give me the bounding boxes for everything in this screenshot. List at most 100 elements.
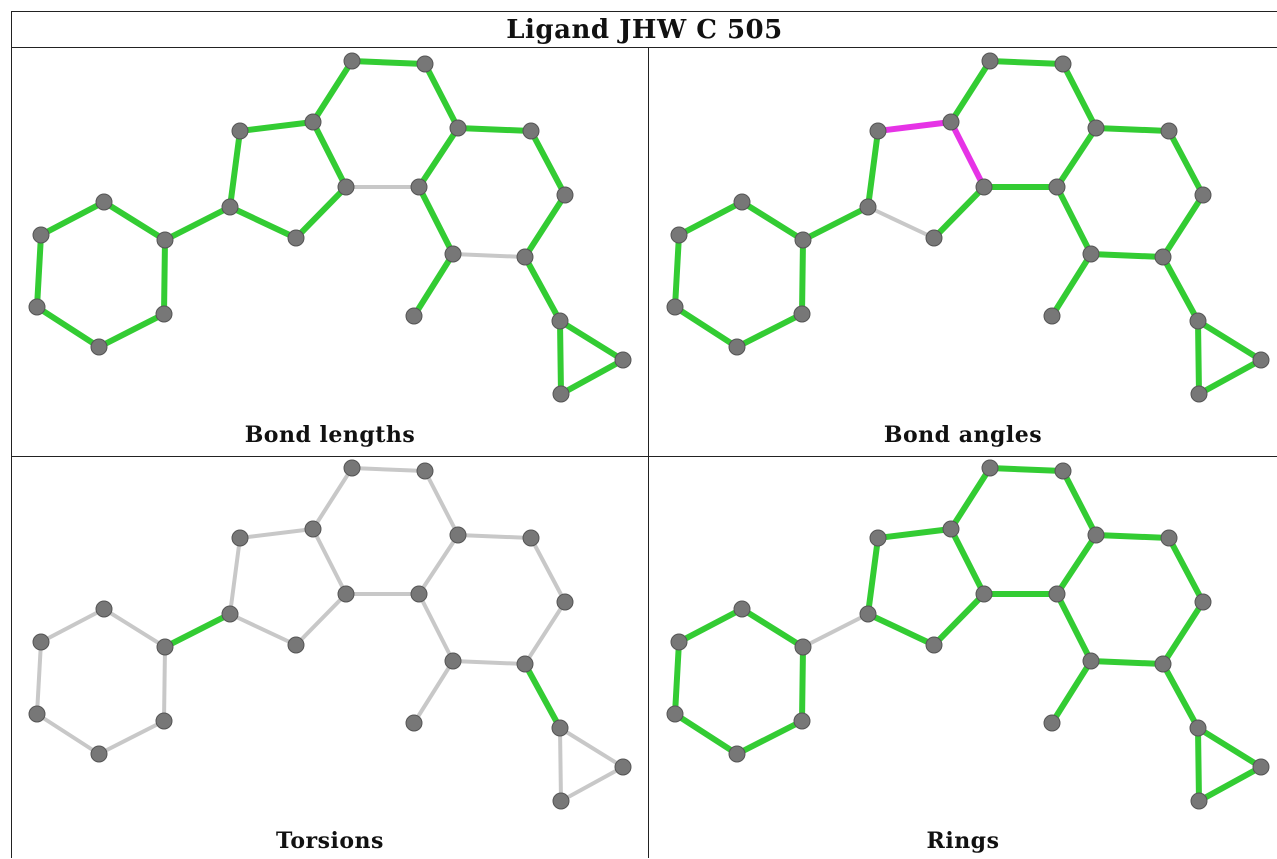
atom (552, 792, 570, 810)
atom (287, 229, 305, 247)
bond-neutral (35, 712, 101, 756)
bond-neutral (311, 466, 354, 531)
bond-good (1160, 192, 1206, 260)
atom (155, 305, 173, 323)
bond-outlier (948, 119, 987, 190)
bond-good (161, 237, 168, 317)
bond-neutral (558, 726, 625, 769)
atom (95, 600, 113, 618)
atom (1048, 178, 1066, 196)
atom (90, 338, 108, 356)
bond-good (1060, 468, 1099, 538)
bond-good (987, 465, 1066, 474)
bond-good (1166, 535, 1206, 605)
bond-good (799, 644, 806, 724)
bond-neutral (97, 719, 166, 756)
bonds (672, 465, 1264, 804)
molecule-bond-angles (666, 52, 1270, 403)
atom (287, 636, 305, 654)
panel-bond-lengths: Bond lengths (11, 48, 648, 456)
atom (1189, 719, 1207, 737)
bond-good (237, 119, 316, 134)
atom (925, 636, 943, 654)
caption-torsions: Torsions (276, 828, 384, 854)
atom (551, 312, 569, 330)
bond-neutral (162, 645, 167, 723)
bond-neutral (294, 592, 348, 647)
bond-good (1093, 125, 1172, 134)
atom (416, 55, 434, 73)
bond-good (522, 661, 563, 731)
molecule-rings (666, 459, 1270, 810)
bond-neutral (39, 607, 106, 644)
bond-neutral (456, 533, 533, 540)
bond-good (422, 61, 461, 131)
bond-good (38, 199, 107, 238)
bond-good (1166, 128, 1206, 198)
atoms (666, 52, 1270, 403)
bond-good (1196, 764, 1264, 804)
atom (859, 605, 877, 623)
bonds (34, 58, 626, 397)
bond-good (734, 718, 805, 757)
atom (794, 231, 812, 249)
bond-good (162, 611, 233, 650)
panel-rings: Rings (648, 456, 1277, 858)
atom (95, 193, 113, 211)
bond-neutral (417, 592, 455, 663)
atom (733, 193, 751, 211)
panel-bond-angles: Bond angles (648, 48, 1277, 456)
bond-good (349, 58, 428, 67)
bond-good (34, 232, 44, 310)
atom (1087, 526, 1105, 544)
caption-rings: Rings (926, 828, 1000, 854)
bond-good (1093, 532, 1172, 541)
bond-good (1196, 357, 1264, 397)
atoms (28, 52, 632, 403)
atom (1160, 529, 1178, 547)
bond-good (1195, 725, 1264, 770)
bond-good (416, 125, 461, 190)
atom (942, 520, 960, 538)
bond-neutral (102, 607, 167, 649)
bond-good (672, 232, 682, 310)
atom (444, 245, 462, 263)
bond-outlier (875, 119, 954, 134)
bond-good (931, 591, 987, 648)
atom (733, 600, 751, 618)
atom (666, 705, 684, 723)
atom (337, 178, 355, 196)
atom (449, 526, 467, 544)
bond-good (734, 311, 805, 350)
atom (1252, 758, 1270, 776)
atoms (28, 459, 632, 810)
atom (981, 52, 999, 70)
atom (793, 712, 811, 730)
atom (1194, 186, 1212, 204)
atom (405, 714, 423, 732)
bond-good (676, 606, 745, 645)
atom (516, 248, 534, 266)
atom (522, 529, 540, 547)
bond-neutral (523, 600, 567, 666)
bond-good (557, 318, 564, 397)
atom (449, 119, 467, 137)
bond-neutral (801, 612, 870, 649)
atom (556, 186, 574, 204)
atom (32, 226, 50, 244)
bond-good (162, 204, 233, 243)
bond-good (739, 606, 806, 650)
bond-good (528, 128, 568, 198)
atom (1082, 245, 1100, 263)
bond-neutral (558, 726, 563, 803)
atom (551, 719, 569, 737)
bond-good (1049, 658, 1094, 726)
bond-good (875, 526, 954, 541)
panel-torsions: Torsions (11, 456, 648, 858)
bond-good (293, 184, 349, 241)
atom (1048, 585, 1066, 603)
atom (1043, 307, 1061, 325)
bond-good (558, 357, 626, 397)
atom (975, 178, 993, 196)
atom (444, 652, 462, 670)
